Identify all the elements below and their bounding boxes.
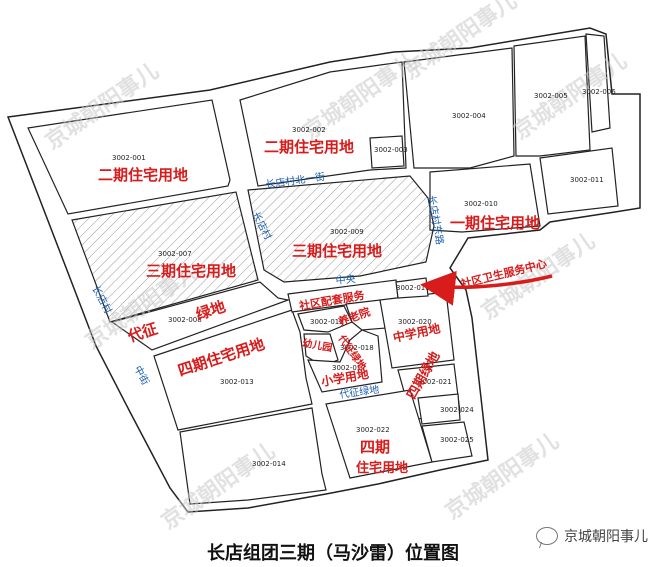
label-phase3-center: 三期住宅用地 — [292, 242, 382, 260]
parcel-007 — [71, 191, 259, 323]
label-phase2-center: 二期住宅用地 — [264, 138, 354, 156]
parcel-id-014: 3002-014 — [252, 460, 286, 468]
parcel-003 — [369, 135, 405, 169]
road-mid: 中央 — [335, 272, 356, 287]
parcel-025 — [421, 421, 473, 463]
parcel-id-013: 3002-013 — [220, 378, 254, 386]
parcel-id-002: 3002-002 — [292, 126, 326, 134]
parcel-011 — [539, 147, 619, 215]
label-phase4-south-b: 住宅用地 — [356, 460, 408, 476]
parcel-001 — [27, 99, 231, 215]
parcel-id-009: 3002-009 — [330, 228, 364, 236]
parcel-id-011: 3002-011 — [570, 176, 604, 184]
parcel-id-019: 3002-019 — [310, 318, 344, 326]
parcel-id-017: 3002-017 — [332, 364, 366, 372]
parcel-024 — [417, 393, 461, 425]
parcel-id-labels: 3002-001 3002-002 3002-003 3002-004 3002… — [112, 88, 616, 468]
label-phase2-west: 二期住宅用地 — [98, 166, 188, 184]
parcel-id-005: 3002-005 — [534, 92, 568, 100]
parcel-id-006: 3002-006 — [582, 88, 616, 96]
parcels — [27, 33, 619, 505]
parcel-id-022: 3002-022 — [356, 426, 390, 434]
arrow-to-health-center — [420, 270, 553, 306]
parcel-009 — [247, 175, 435, 283]
parcel-id-003: 3002-003 — [374, 146, 408, 154]
chat-bubble-icon — [536, 527, 558, 545]
outer-boundary — [6, 27, 641, 513]
parcel-id-016: 3002-016 — [396, 284, 430, 292]
parcel-id-021: 3002-021 — [418, 378, 452, 386]
road-west-b: 中街 — [131, 363, 152, 387]
parcel-004 — [403, 47, 515, 169]
parcel-id-008: 3002-008 — [168, 316, 202, 324]
parcel-id-025: 3002-025 — [440, 436, 474, 444]
label-phase4-south-a: 四期 — [360, 438, 390, 456]
parcel-017 — [307, 329, 383, 393]
parcel-006 — [585, 33, 611, 133]
parcel-019 — [297, 305, 353, 333]
label-phase1: 一期住宅用地 — [450, 214, 540, 232]
parcel-id-020: 3002-020 — [398, 318, 432, 326]
map-caption: 长店组团三期（马沙雷）位置图 — [207, 543, 459, 564]
parcel-014 — [179, 407, 327, 505]
parcel-id-024: 3002-024 — [440, 406, 474, 414]
parcel-id-004: 3002-004 — [452, 112, 486, 120]
parcel-id-018: 3002-018 — [340, 344, 374, 352]
brand-mark: 京城朝阳事儿 — [536, 526, 648, 546]
parcel-id-007: 3002-007 — [158, 250, 192, 258]
parcel-nursing — [345, 299, 387, 331]
parcel-008 — [110, 281, 291, 351]
parcel-id-010: 3002-010 — [464, 200, 498, 208]
parcel-002 — [239, 61, 407, 187]
label-phase3-west: 三期住宅用地 — [146, 262, 236, 280]
brand-name: 京城朝阳事儿 — [564, 529, 648, 545]
parcel-id-001: 3002-001 — [112, 154, 146, 162]
parcel-005 — [513, 35, 591, 157]
